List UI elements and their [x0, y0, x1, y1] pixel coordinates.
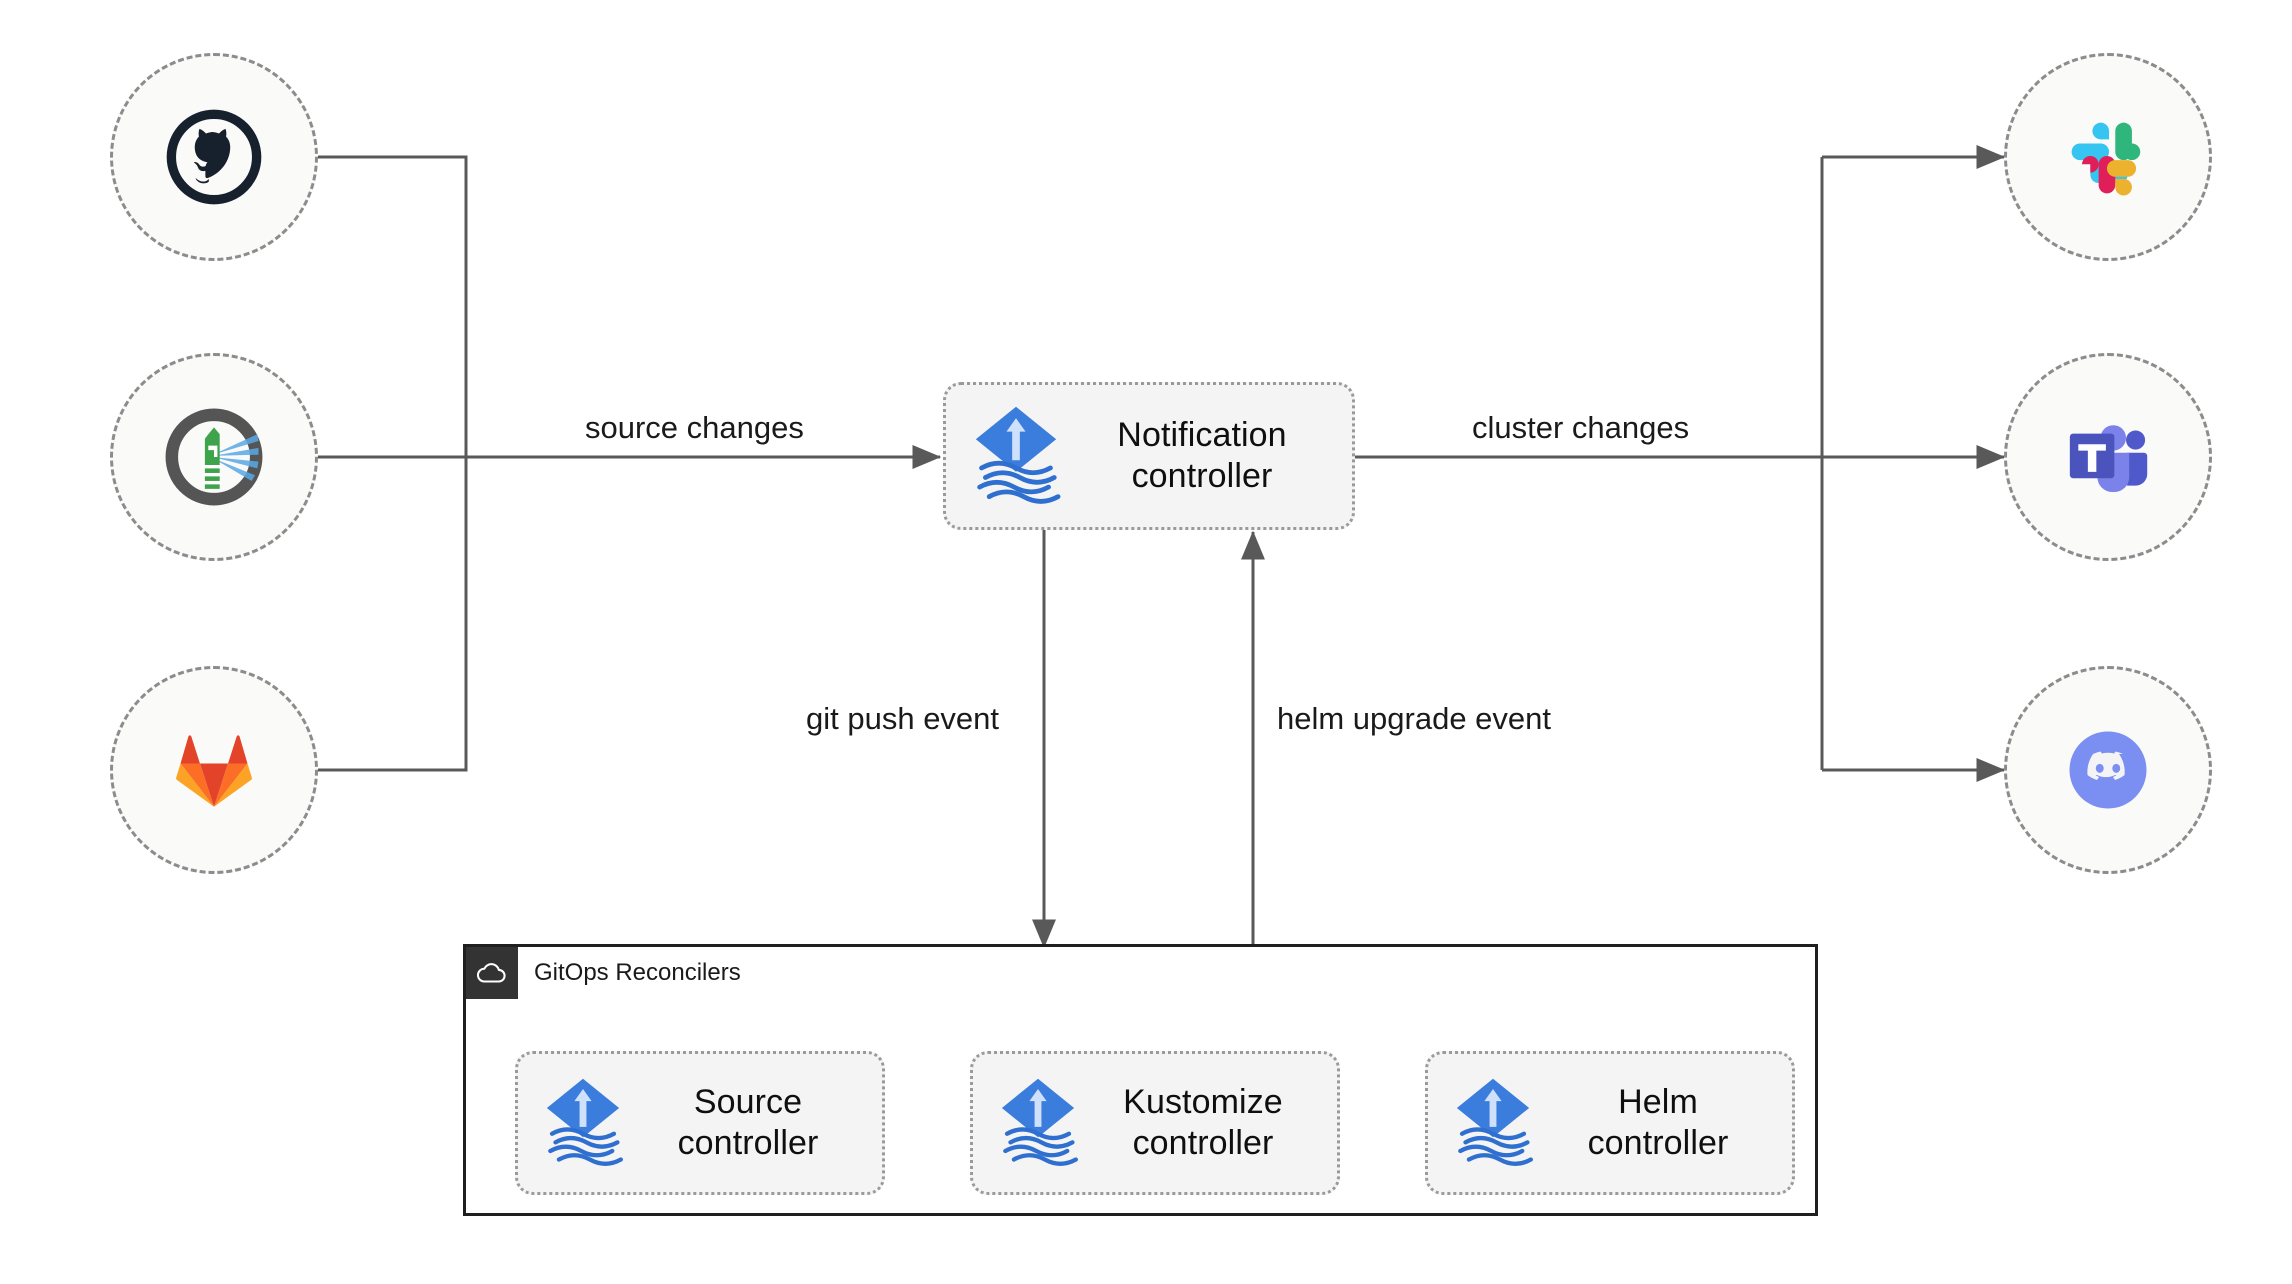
gitops-reconcilers-header: GitOps Reconcilers — [466, 947, 741, 999]
flux-lighthouse-logo — [165, 408, 263, 506]
microsoft-teams-logo — [2069, 425, 2148, 492]
target-node-teams[interactable] — [2004, 353, 2212, 561]
flux-controller-logo — [1001, 1078, 1078, 1166]
gitops-reconcilers-title: GitOps Reconcilers — [534, 959, 741, 986]
source-controller-label: Source controller — [677, 1082, 819, 1162]
flux-controller-logo — [546, 1078, 623, 1166]
edge-label-source-changes: source changes — [585, 410, 804, 445]
target-node-slack[interactable] — [2004, 53, 2212, 261]
helm-controller-box[interactable]: Helm controller — [1425, 1051, 1795, 1195]
source-node-flux[interactable] — [110, 353, 318, 561]
discord-logo — [2069, 731, 2147, 809]
helm-controller-label: Helm controller — [1587, 1082, 1729, 1162]
source-controller-box[interactable]: Source controller — [515, 1051, 885, 1195]
kustomize-controller-box[interactable]: Kustomize controller — [970, 1051, 1340, 1195]
edge-label-helm-upgrade-event: helm upgrade event — [1277, 701, 1552, 736]
flux-controller-logo — [1456, 1078, 1533, 1166]
kustomize-controller-label: Kustomize controller — [1123, 1082, 1283, 1162]
notification-controller-box[interactable]: Notification controller — [943, 382, 1355, 530]
notification-controller-label: Notification controller — [1117, 415, 1287, 495]
target-node-discord[interactable] — [2004, 666, 2212, 874]
flux-controller-logo — [975, 406, 1061, 504]
gitops-reconcilers-container: GitOps Reconcilers Source controller — [463, 944, 1818, 1216]
cloud-icon — [476, 963, 506, 983]
edge-label-git-push-event: git push event — [806, 701, 1000, 736]
source-node-gitlab[interactable] — [110, 666, 318, 874]
container-badge — [466, 947, 518, 999]
gitlab-logo — [176, 735, 252, 807]
edge-label-cluster-changes: cluster changes — [1472, 410, 1690, 445]
slack-logo — [2071, 122, 2141, 196]
github-logo — [166, 109, 262, 205]
source-node-github[interactable] — [110, 53, 318, 261]
